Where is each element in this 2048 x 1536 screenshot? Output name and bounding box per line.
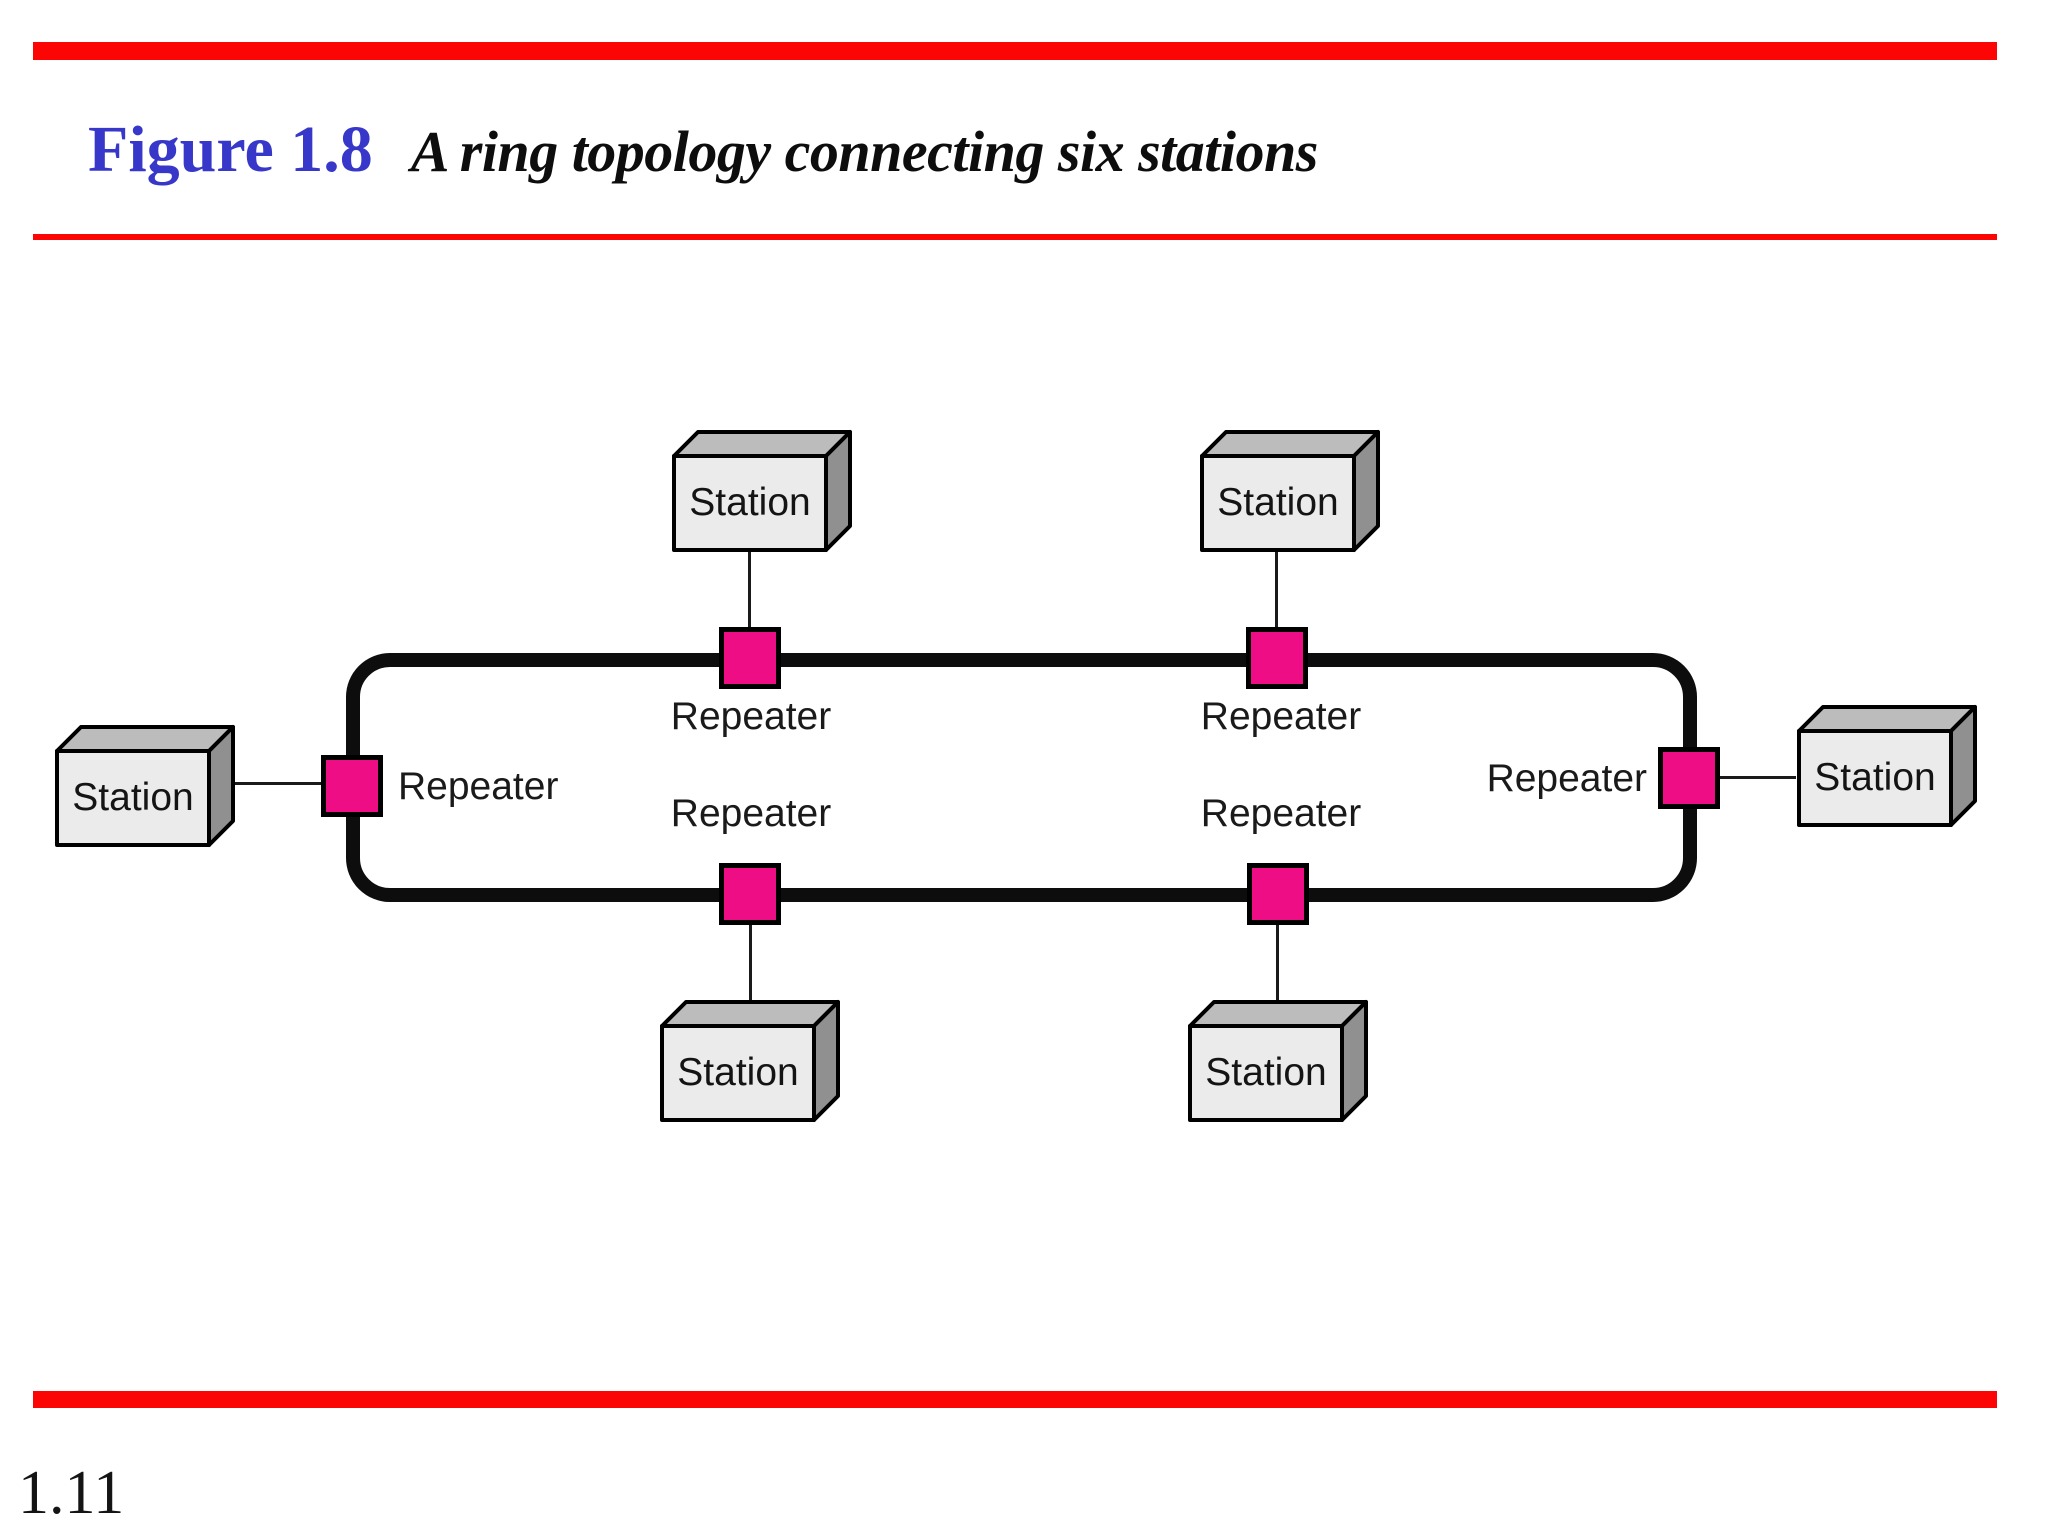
repeater-node-left xyxy=(321,755,383,817)
repeater-label-top-left: Repeater xyxy=(670,695,832,738)
box-front-face xyxy=(1797,729,1953,827)
repeater-node-right xyxy=(1658,747,1720,809)
box-top-face xyxy=(1200,430,1380,458)
title-underline-rule xyxy=(33,234,1997,240)
box-side-face xyxy=(1352,430,1380,552)
box-side-face xyxy=(207,725,235,847)
station-box-top-left: Station xyxy=(670,428,854,554)
box-side-face xyxy=(824,430,852,552)
top-red-bar xyxy=(33,42,1997,60)
bottom-red-bar xyxy=(33,1391,1997,1408)
box-side-face xyxy=(812,1000,840,1122)
repeater-label-right: Repeater xyxy=(1486,757,1647,800)
box-front-face xyxy=(672,454,828,552)
repeater-node-bottom-right xyxy=(1247,863,1309,925)
box-top-face xyxy=(672,430,852,458)
station-box-bottom-right: Station xyxy=(1186,998,1370,1124)
connector-top-left xyxy=(748,551,751,628)
station-box-top-right: Station xyxy=(1198,428,1382,554)
box-top-face xyxy=(660,1000,840,1028)
connector-left xyxy=(216,782,322,785)
repeater-node-top-right xyxy=(1246,627,1308,689)
box-side-face xyxy=(1949,705,1977,827)
figure-title: Figure 1.8 A ring topology connecting si… xyxy=(88,112,1318,188)
station-3d-box xyxy=(672,430,852,552)
station-box-right: Station xyxy=(1795,703,1979,829)
repeater-node-bottom-left xyxy=(719,863,781,925)
box-side-face xyxy=(1340,1000,1368,1122)
station-label: Station xyxy=(72,776,194,819)
connector-top-right xyxy=(1275,551,1278,628)
box-top-face xyxy=(1797,705,1977,733)
station-box-left: Station xyxy=(53,723,237,849)
station-3d-box xyxy=(1188,1000,1368,1122)
station-3d-box xyxy=(1200,430,1380,552)
box-front-face xyxy=(1188,1024,1344,1122)
page-number: 1.11 xyxy=(18,1459,125,1527)
station-label: Station xyxy=(689,481,811,524)
station-label: Station xyxy=(1814,756,1936,799)
figure-caption: A ring topology connecting six stations xyxy=(410,119,1319,184)
repeater-label-left: Repeater xyxy=(398,765,559,808)
repeater-node-top-left xyxy=(719,627,781,689)
box-front-face xyxy=(660,1024,816,1122)
box-top-face xyxy=(1188,1000,1368,1028)
station-3d-box xyxy=(660,1000,840,1122)
station-3d-box xyxy=(55,725,235,847)
box-front-face xyxy=(55,749,211,847)
connector-right xyxy=(1719,776,1796,779)
station-label: Station xyxy=(1205,1051,1327,1094)
station-3d-box xyxy=(1797,705,1977,827)
station-label: Station xyxy=(677,1051,799,1094)
box-top-face xyxy=(55,725,235,753)
connector-bottom-left xyxy=(749,924,752,1014)
station-label: Station xyxy=(1217,481,1339,524)
figure-number: Figure 1.8 xyxy=(88,113,373,186)
repeater-label-bottom-left: Repeater xyxy=(670,792,832,835)
station-box-bottom-left: Station xyxy=(658,998,842,1124)
repeater-label-bottom-right: Repeater xyxy=(1200,792,1362,835)
connector-bottom-right xyxy=(1276,924,1279,1014)
repeater-label-top-right: Repeater xyxy=(1200,695,1362,738)
box-front-face xyxy=(1200,454,1356,552)
